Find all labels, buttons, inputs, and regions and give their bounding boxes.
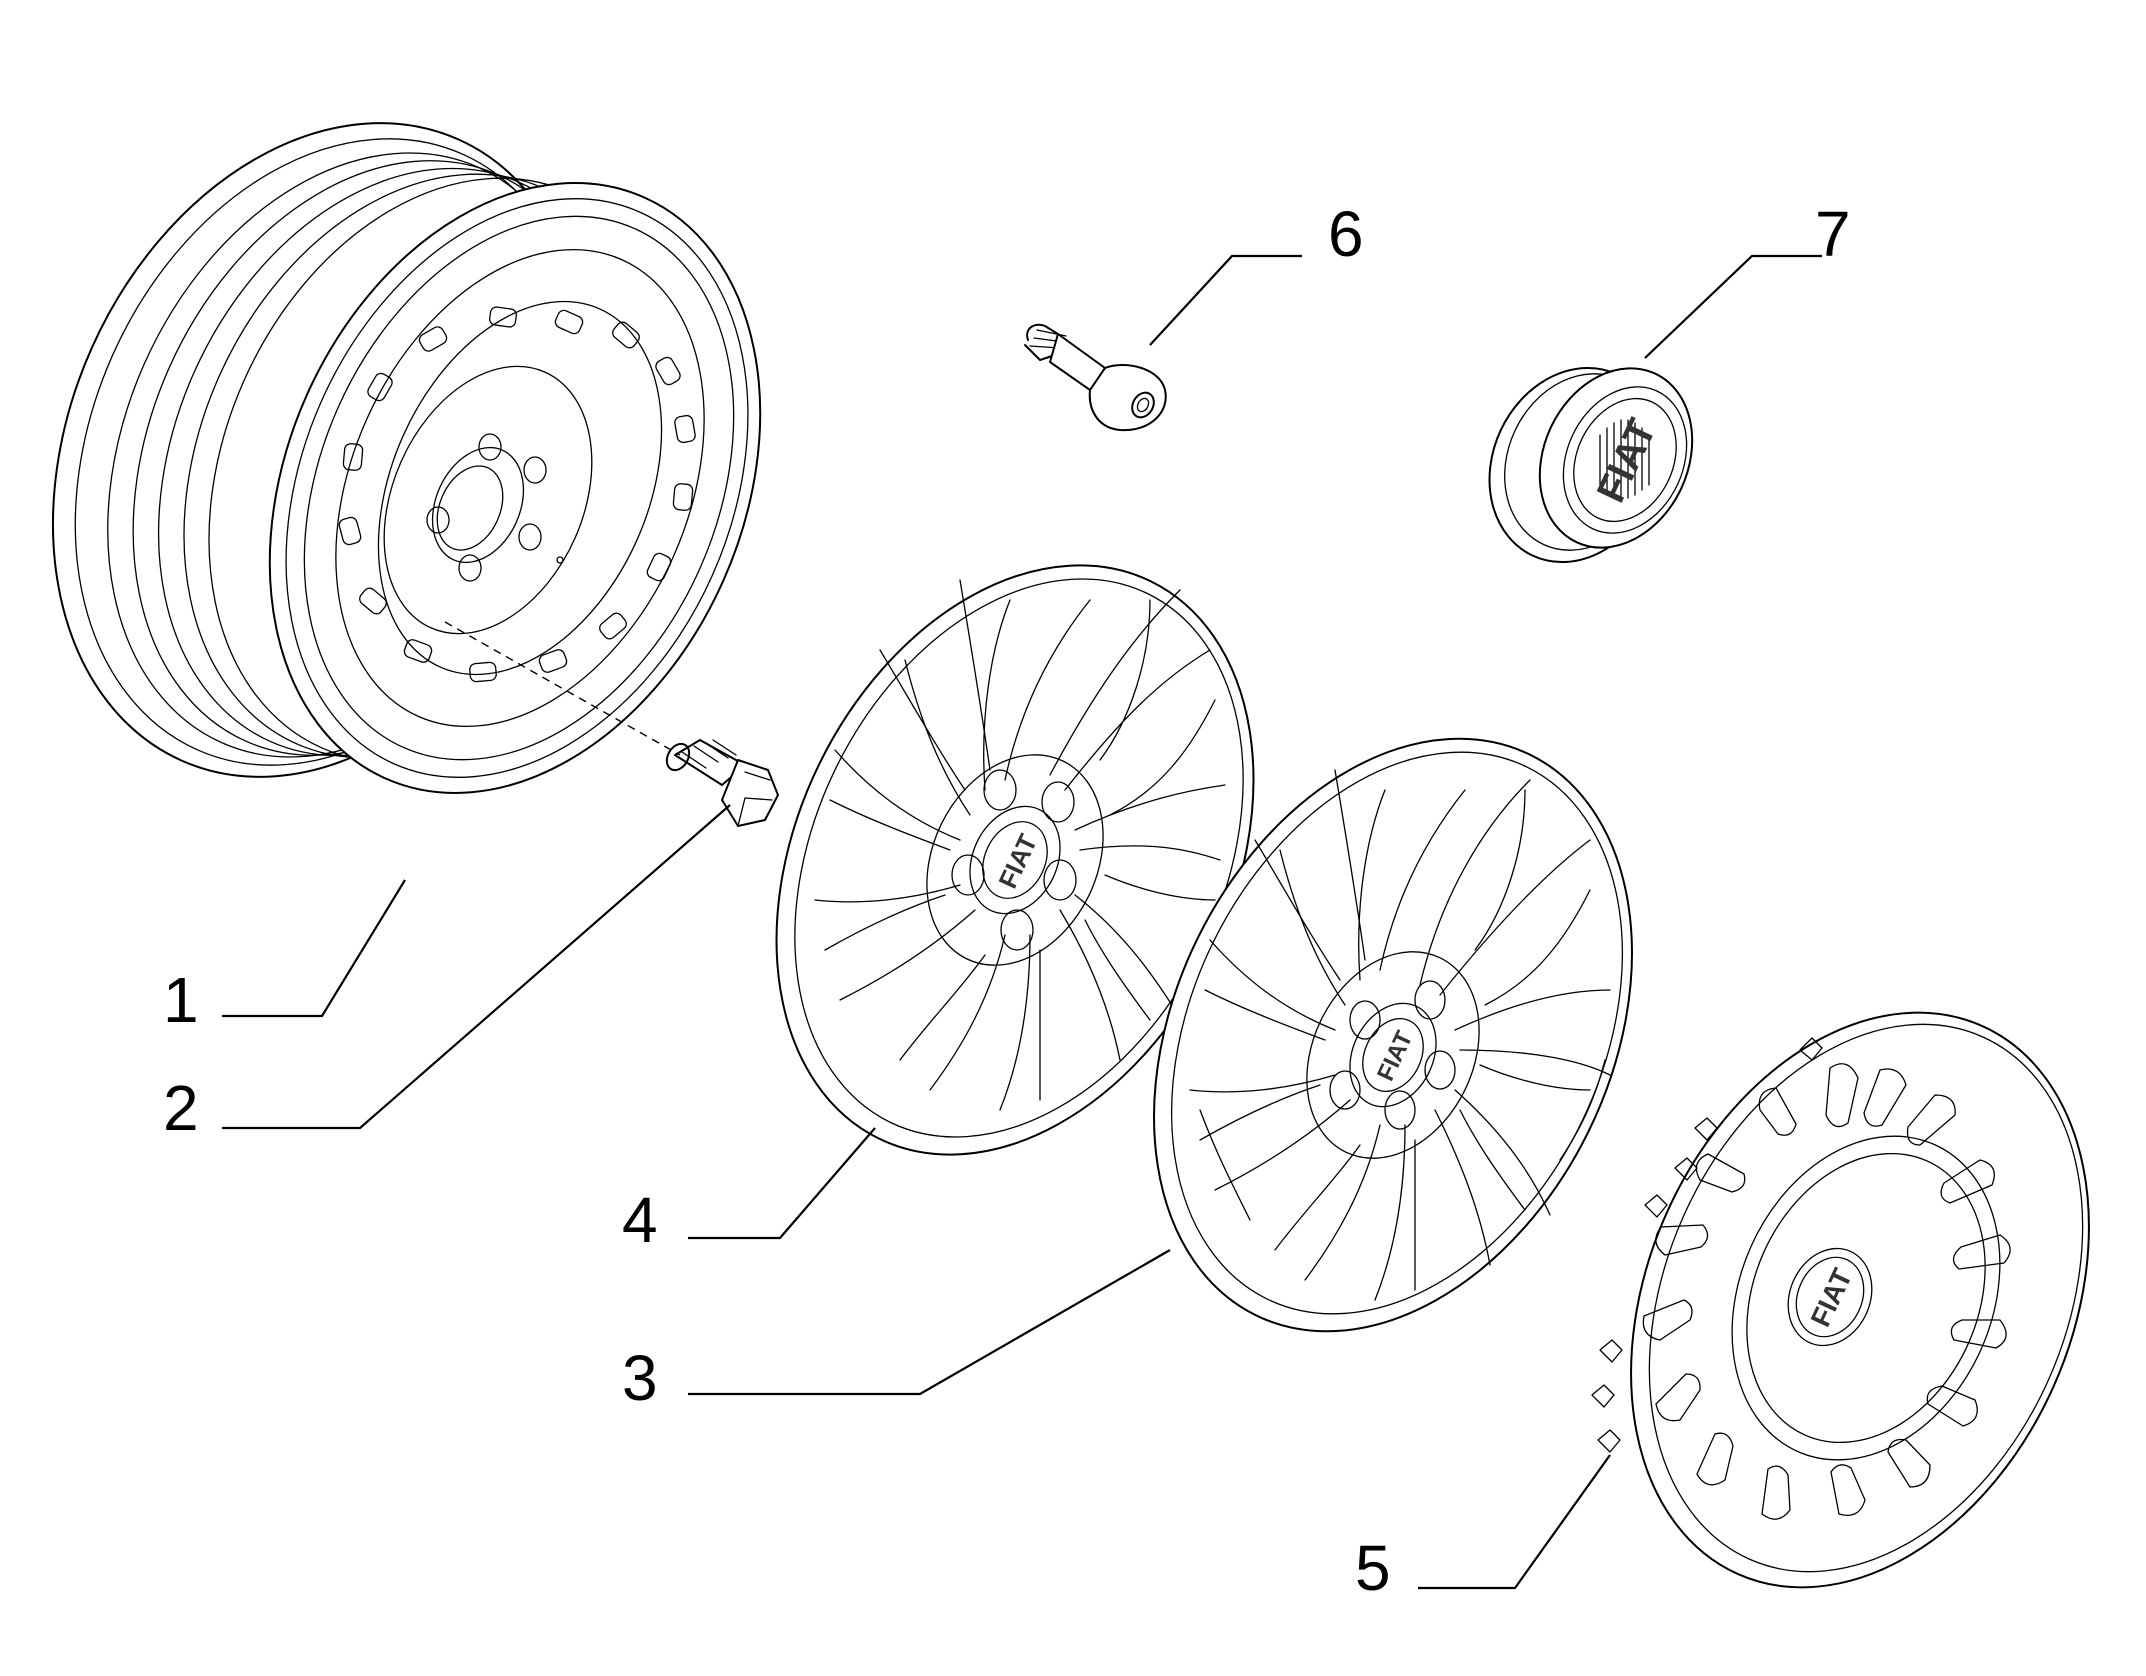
hubcap-5-retaining-clips [1591, 1037, 1823, 1453]
callout-3: 3 [622, 1342, 658, 1414]
callout-5: 5 [1355, 1532, 1391, 1604]
leader-lines [222, 254, 1822, 1590]
steel-wheel-rim [52, 122, 762, 794]
hubcap-5-vents [1642, 1063, 2011, 1520]
callout-6: 6 [1328, 198, 1364, 270]
valve-stem [1024, 323, 1167, 432]
hubcap-5: FIAT [1591, 1011, 2090, 1589]
wheel-bolt [665, 739, 779, 827]
hubcap-4-lug-covers [951, 769, 1077, 951]
hubcap-3: FIAT [1153, 737, 1633, 1333]
hubcap-3-lug-covers [1329, 980, 1456, 1130]
callout-labels: 1 2 4 3 5 6 7 [163, 198, 1851, 1604]
bolt-holes [426, 433, 564, 582]
callout-2: 2 [163, 1072, 199, 1144]
hubcap-4-spokes [814, 579, 1226, 1111]
center-cap: FIAT [1488, 366, 1694, 564]
vent-slots [338, 306, 696, 683]
callout-7: 7 [1815, 198, 1851, 270]
hubcap-3-spokes [1189, 769, 1611, 1301]
callout-4: 4 [622, 1184, 658, 1256]
callout-1: 1 [163, 964, 199, 1036]
